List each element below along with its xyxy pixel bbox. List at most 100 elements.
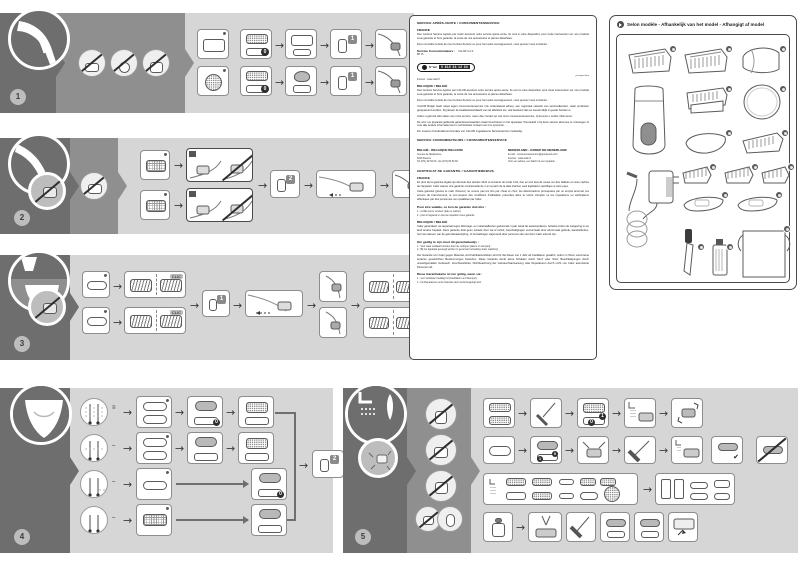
tile-shaver-head [483,436,515,464]
tile-incorrect-reassembly [756,436,788,464]
part-cleaning-brush [679,227,705,279]
arrow-icon: → [380,179,390,192]
arrow-icon: → [612,444,622,457]
comb-legend: – [112,515,116,521]
consumer-col-2-line-3: Voor een advies, een klacht of een repar… [508,160,555,164]
arrow-icon: → [258,179,268,192]
arrow-icon: → [275,76,285,89]
france-paragraph-1: Des Centres Service Agréés par Calor ass… [417,33,589,40]
belgique-paragraph-4: Indien u gebruik wilt maken van onze ser… [417,114,573,118]
tile-attach-head [238,396,274,428]
badge-dot [783,225,791,233]
warranty-de-subheading: Diese Garantiekarte ist nur gültig, wenn… [417,272,483,277]
section-2-chevron-a [70,172,79,200]
tile-trimmer-comb [82,307,110,334]
arrow-icon: → [113,280,123,293]
service-text-panel: SERVICE APRÈS-VENTE / CONSUMENTENSERVICE… [409,15,597,360]
warranty-fr-heading: FRANCE [417,175,430,180]
tile-attach-disc-to-body [285,66,317,96]
warranty-fr-paragraph-2: Cette garantie (pièces et main d'œuvre) … [417,190,589,202]
warranty-be-paragraph-1: Calor garandeert uw apparaat tegen fabri… [417,225,589,236]
arrow-icon: → [565,407,575,420]
hair-long-multi-icon [80,398,108,426]
leg-icon [11,11,67,67]
belgique-paragraph-5: De voor uw apparaat geldende garantievoo… [417,120,589,128]
phone-number: 0 810 34 12 34 [439,65,471,70]
arrow-icon: → [365,76,375,89]
tile-single-comb [136,468,172,500]
belgique-paragraph-1: Des Centres Service Agréés par CALOR ass… [417,89,589,96]
part-comb-guide-long [759,163,795,187]
comb-legend: – [112,479,116,485]
tile-head-massage-attachment [197,29,229,59]
underwear-icon [13,386,69,442]
tile-rinse-and-dry [671,436,703,464]
section-1-warning-band [56,13,185,113]
tile-shaver-head [140,190,170,220]
tile-exfoliating-disc [197,66,229,96]
no-use-icon-1 [80,172,108,200]
tile-power-switch-setting-2: 2 [312,450,344,478]
tile-remove-heads [483,398,515,428]
step-label-0: 0 [261,48,269,56]
tile-glide-over-skin [245,290,303,317]
arrow-icon: → [123,514,133,527]
tile-attach-head-to-body [285,29,317,59]
consumer-col-1-line-1: Avenue de l'Espérance [417,153,442,157]
tile-attach-head: 0 [251,468,287,500]
model-parts-panel: Selon modèle - Afhankelijk van het model… [609,15,797,290]
part-main-body-unit [625,83,673,161]
tile-attach-comb [187,432,223,464]
section-4-steps: ≡ → → 0 → – → [70,388,344,553]
tile-attach-head [238,432,274,464]
arrow-icon: → [320,39,330,52]
tile-comb-pair [136,432,172,464]
section-5-chevron-a [407,457,416,485]
step-label: 0 [552,451,558,457]
section-5-warning-band [407,388,471,553]
arrow-icon: → [275,39,285,52]
no-water-icon [425,434,457,466]
part-power-adaptor [623,167,681,277]
phone-icon [422,64,427,70]
tile-correct-angle-wrong-angle [186,188,253,222]
section-3-steps: → CLIC → 1 → → → [70,255,421,360]
warranty-de-paragraph: Der Garantie von Calor gegen Material- u… [417,253,589,269]
no-water-on-body-icon [425,398,457,430]
tile-detach-assembly: 0 1 [577,398,609,428]
tile-attach-head [251,504,287,536]
badge-dot [669,45,677,53]
switch-setting-label: 2 [330,455,339,464]
tile-all-accessories-washable [483,473,638,505]
tile-rinse-with-water [655,473,735,505]
consumer-col-1-line-2: 6220 Fleurus [417,156,431,160]
part-trimmer-head [737,127,789,157]
badge-dot [779,85,787,93]
warranty-de-item-2: 2 - bei Reparaturen unter Garantie dem G… [417,280,482,284]
step-label: 1 [599,413,606,420]
section-2-steps: → → 2 → → → [118,138,424,234]
arrow-icon: → [643,483,653,496]
contact-value: CALOR S.A.S. [458,49,474,53]
arrow-icon: → [304,179,314,192]
switch-setting-label: 1 [348,72,357,81]
arrow-icon: → [351,299,361,312]
warranty-fr-paragraph-1: En plus de la garantie légale qui découl… [417,180,589,188]
tile-correct-reassembly: ✔ [711,436,743,464]
part-comb-guide-medium [721,163,759,187]
step-label: 0 [277,491,284,498]
comb-legend: ≡ [112,405,116,411]
hair-medium-icon [80,434,108,462]
section-3-no-battery-badge [28,288,66,326]
step-label: 1 [537,456,543,462]
section-1-body-zone-badge [8,8,70,70]
step-label: 0 [213,419,220,426]
tile-power-switch-setting-1: 1 [330,29,362,59]
tile-click-on-guard: CLIC [124,271,186,298]
section-1-number: 1 [10,89,26,105]
arrow-icon: → [659,407,669,420]
section-1-chevron-a [56,49,65,77]
tile-power-switch-setting-2: 2 [270,170,300,198]
section-5-steps: → → 0 1 → → → [471,388,798,553]
